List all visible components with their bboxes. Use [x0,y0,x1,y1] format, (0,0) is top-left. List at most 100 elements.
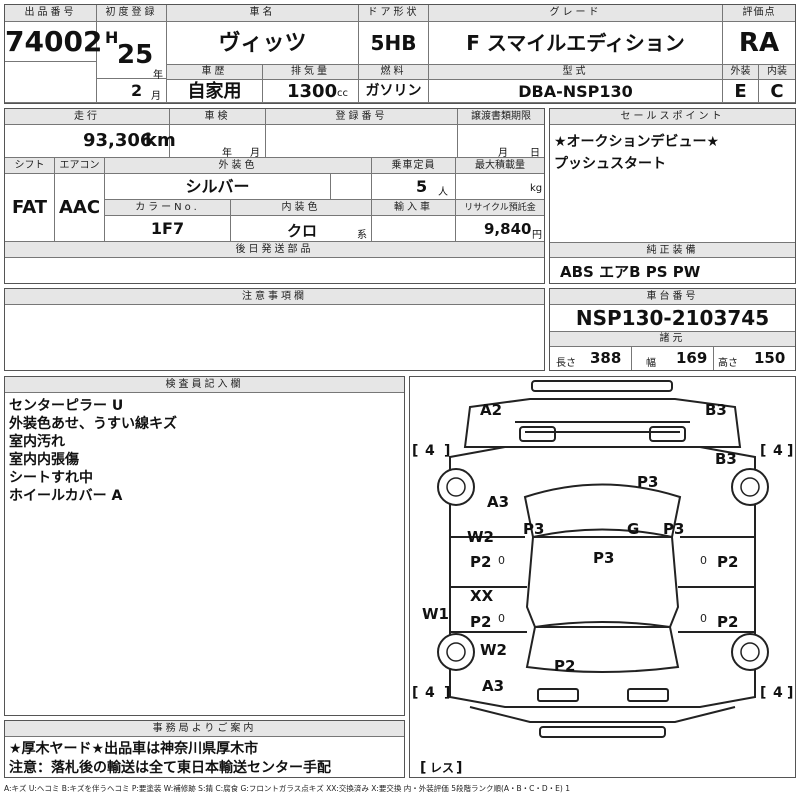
ac-label: エアコン [55,158,105,174]
inspector-line-6: ホイールカバー A [9,488,123,504]
sales-point-label: セールスポイント [550,109,795,125]
tire-tl-bracket: [ [412,443,418,459]
recycle-label: リサイクル預託金 [456,200,544,216]
displacement-label: 排気量 [263,65,359,80]
mirror-right: 0 [700,554,707,567]
front-body [463,398,742,448]
tire-tl-bracket-close: ] [444,443,450,459]
ext-grade-label: 外装 [723,65,759,80]
taillight-right [627,688,669,702]
color-no: 1F7 [105,216,231,242]
insp-year-unit: 年 [222,148,232,159]
mark-a3-lower: A3 [482,677,504,695]
ext-color: シルバー [105,174,331,200]
capacity-cell: 5 人 [372,174,456,200]
insp-month-unit: 月 [250,148,260,159]
model: DBA-NSP130 [429,80,723,103]
height-cell: 高さ 150 [714,347,795,370]
tire-br-bracket-close: ] [787,685,793,701]
history: 自家用 [167,80,263,103]
recycle-cell: 9,840 円 [456,216,544,242]
front-bumper [531,380,673,392]
length-cell: 長さ 388 [550,347,632,370]
inspector-line-4: 室内内張傷 [9,452,79,468]
tire-bl: 4 [425,685,435,701]
grade: F スマイルエディション [429,22,723,65]
equipment: ABS エアB PS PW [560,263,701,281]
inspection-label: 車検 [170,109,266,125]
width-cell: 幅 169 [632,347,714,370]
later-parts-cell [5,258,544,283]
inspector-line-2: 外装色あせ、うすい線キズ [9,416,177,432]
rear-body [469,706,736,723]
spare-tire: レス [430,761,454,775]
width: 169 [676,349,708,367]
mark-p2-front-right: P2 [717,553,738,571]
headlight-left [519,426,556,442]
mark-w2-lower: W2 [480,641,507,659]
rear-bumper [539,726,666,738]
tire-tr: 4 [773,443,783,459]
mark-a3-upper: A3 [487,493,509,511]
spare-bracket-close: ] [456,760,462,776]
sales-point-line-1: ★オークションデビュー★ [554,134,720,150]
tire-br-bracket: [ [760,685,766,701]
wheel-rear-left [437,633,475,671]
shift-label: シフト [5,158,55,174]
reg-year: 25 [117,40,154,70]
import-label: 輸入車 [372,200,456,216]
tire-tr-bracket: [ [760,443,766,459]
first-reg-label: 初度登録 [97,5,167,22]
sales-point-line-2: プッシュスタート [554,156,666,172]
score-label: 評価点 [723,5,795,22]
transfer-cell: 月 日 [458,125,544,159]
length-label: 長さ [556,358,576,369]
caution-label: 注意事項欄 [5,289,544,305]
ext-color-label: 外装色 [105,158,372,174]
door-label: ドア形状 [359,5,429,22]
office-line-1: ★厚木ヤード★出品車は神奈川県厚木市 [9,741,259,757]
handle-right: 0 [700,612,707,625]
later-parts-label: 後日発送部品 [5,242,544,258]
ext-color-blank [331,174,372,200]
mirror-left: 0 [498,554,505,567]
int-color-label: 内装色 [231,200,372,216]
mark-p2-front-left: P2 [470,553,491,571]
transfer-month-unit: 月 [498,148,508,159]
max-load-unit: kg [530,183,543,194]
score: RA [723,22,795,65]
mark-p3-right: P3 [663,520,684,538]
reg-no-cell [266,125,458,158]
shift: FAT [5,174,55,242]
ac: AAC [55,174,105,242]
dims-label: 諸元 [550,332,795,347]
mileage: 93,306 [83,130,153,151]
era: H [105,28,119,47]
mark-g: G [627,520,639,538]
wheel-rear-right [731,633,769,671]
door: 5HB [359,22,429,65]
int-color-unit: 系 [357,230,367,241]
tire-tl: 4 [425,443,435,459]
capacity-label: 乗車定員 [372,158,456,174]
reg-month: 2 [131,81,143,100]
max-load-label: 最大積載量 [456,158,544,174]
ext-grade: E [723,80,759,103]
inspector-block: 検査員記入欄 センターピラー U 外装色あせ、うすい線キズ 室内汚れ 室内内張傷… [4,376,405,716]
taillight-left [537,688,579,702]
mileage-cell: 93,306 km [5,125,176,158]
office-label: 事務局よりご案内 [5,721,404,737]
car-name: ヴィッツ [167,22,359,65]
chassis-no: NSP130-2103745 [550,305,795,332]
displacement: 1300 [287,81,338,102]
import-cell [372,216,456,242]
wheel-front-right [731,468,769,506]
mark-p3-left: P3 [523,520,544,538]
inspector-line-5: シートすれ中 [9,470,93,486]
mileage-unit: km [145,130,176,151]
mark-b3-right: B3 [715,450,737,468]
vehicle-details-block: 走行 93,306 km 車検 年 月 登録番号 譲渡書類期限 月 日 シフト … [4,108,545,284]
wheel-front-left [437,468,475,506]
tire-br: 4 [773,685,783,701]
front-grille [515,421,690,433]
